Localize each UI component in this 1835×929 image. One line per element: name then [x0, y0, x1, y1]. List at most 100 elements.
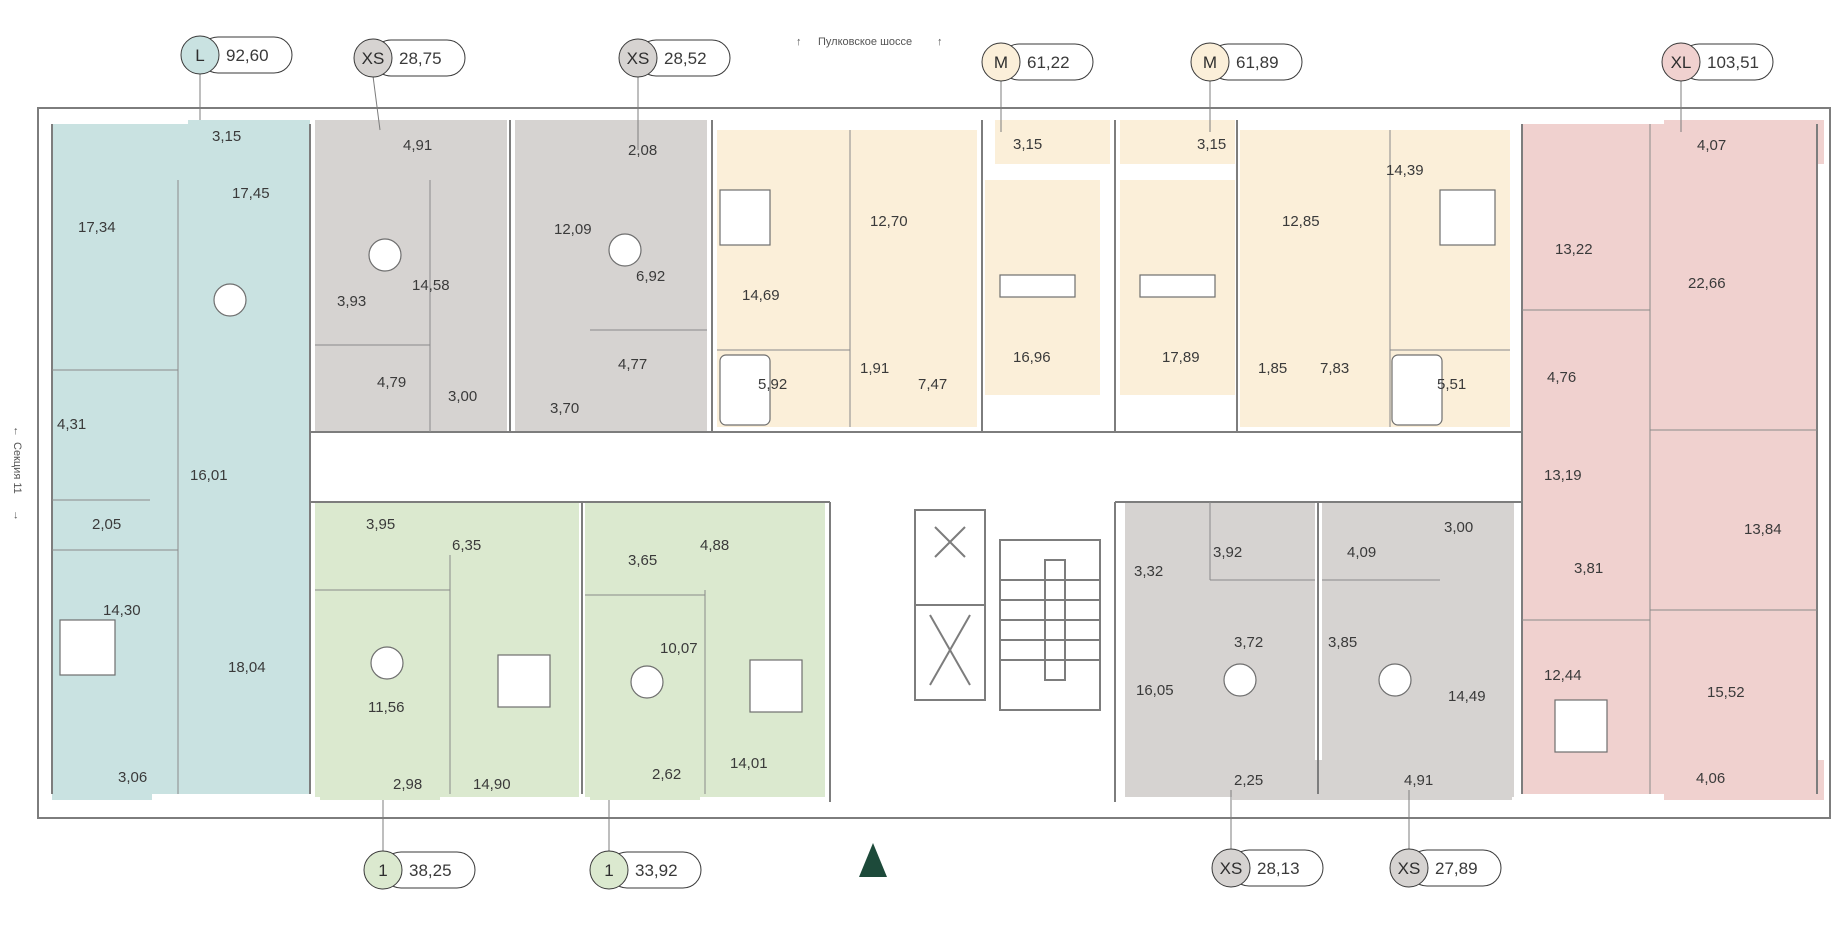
apartment-area: 92,60: [226, 46, 269, 65]
room-area: 14,30: [103, 602, 141, 619]
room-area: 3,06: [118, 769, 147, 786]
north-arrow: [859, 843, 887, 877]
room-area: 2,62: [652, 766, 681, 783]
apartment-type: XS: [627, 49, 650, 68]
apartment-area: 38,25: [409, 861, 452, 880]
apartment-type: XL: [1671, 53, 1692, 72]
apartment-M-61-22[interactable]: [717, 120, 1110, 427]
apartment-tag[interactable]: XS 28,75: [353, 38, 466, 131]
room-area: 15,52: [1707, 684, 1745, 701]
tag-leader-line: [372, 75, 381, 131]
room-area: 3,95: [366, 516, 395, 533]
tag-type-circle: [353, 38, 393, 78]
apartment-XS-28-52[interactable]: [515, 120, 707, 432]
room-area: 12,09: [554, 221, 592, 238]
svg-text:↑: ↑: [937, 36, 943, 48]
apartment-1-38-25[interactable]: [315, 502, 579, 800]
room-area: 17,45: [232, 185, 270, 202]
room-area: 14,39: [1386, 162, 1424, 179]
apartment-type: XS: [1398, 859, 1421, 878]
room-area: 16,96: [1013, 349, 1051, 366]
apartment-type: XS: [1220, 859, 1243, 878]
room-area: 3,15: [212, 128, 241, 145]
room-area: 3,15: [1013, 136, 1042, 153]
room-area: 7,83: [1320, 360, 1349, 377]
room-area: 1,85: [1258, 360, 1287, 377]
room-area: 18,04: [228, 659, 266, 676]
room-area: 4,79: [377, 374, 406, 391]
apartment-XL-103-51[interactable]: [1522, 120, 1824, 800]
room-area: 13,19: [1544, 467, 1582, 484]
room-area: 3,81: [1574, 560, 1603, 577]
room-area: 3,72: [1234, 634, 1263, 651]
room-area: 12,70: [870, 213, 908, 230]
room-area: 14,90: [473, 776, 511, 793]
apartment-tag[interactable]: XS 27,89: [1389, 790, 1502, 888]
street-label: ↑ Пулковское шоссе ↑: [796, 36, 943, 48]
svg-text:↑: ↑: [796, 36, 802, 48]
room-area: 3,65: [628, 552, 657, 569]
tag-type-circle: [363, 850, 403, 890]
apartment-type: 1: [378, 861, 387, 880]
room-area: 4,77: [618, 356, 647, 373]
apartment-tag[interactable]: L 92,60: [180, 35, 293, 120]
apartment-M-61-89[interactable]: [1120, 120, 1510, 427]
room-area: 12,44: [1544, 667, 1582, 684]
room-area: 13,22: [1555, 241, 1593, 258]
room-area: 3,92: [1213, 544, 1242, 561]
tag-type-circle: [1211, 848, 1251, 888]
room-area: 4,88: [700, 537, 729, 554]
room-area: 4,06: [1696, 770, 1725, 787]
room-area: 2,05: [92, 516, 121, 533]
apartment-area: 27,89: [1435, 859, 1478, 878]
street-name: Пулковское шоссе: [818, 36, 912, 48]
room-area: 6,92: [636, 268, 665, 285]
room-area: 3,32: [1134, 563, 1163, 580]
room-area: 22,66: [1688, 275, 1726, 292]
apartment-type: L: [195, 46, 204, 65]
room-area: 5,51: [1437, 376, 1466, 393]
room-area: 3,93: [337, 293, 366, 310]
apartment-area: 61,89: [1236, 53, 1279, 72]
room-area: 4,09: [1347, 544, 1376, 561]
apartment-type: M: [1203, 53, 1217, 72]
apartment-type: XS: [362, 49, 385, 68]
room-area: 4,91: [1404, 772, 1433, 789]
stairwell: [914, 509, 1101, 711]
room-area: 3,70: [550, 400, 579, 417]
corridor-walls: [51, 120, 1818, 802]
room-area: 2,25: [1234, 772, 1263, 789]
room-area: 12,85: [1282, 213, 1320, 230]
room-area: 17,89: [1162, 349, 1200, 366]
tag-type-circle: [180, 35, 220, 75]
apartment-area: 28,75: [399, 49, 442, 68]
apartment-XS-28-13[interactable]: [1125, 502, 1322, 800]
room-area: 6,35: [452, 537, 481, 554]
apartment-area: 61,22: [1027, 53, 1070, 72]
room-area: 14,69: [742, 287, 780, 304]
room-area: 3,00: [1444, 519, 1473, 536]
room-area: 5,92: [758, 376, 787, 393]
tag-type-circle: [981, 42, 1021, 82]
apartment-tag[interactable]: M 61,89: [1190, 42, 1303, 132]
room-area: 4,76: [1547, 369, 1576, 386]
room-area: 10,07: [660, 640, 698, 657]
apartment-area: 33,92: [635, 861, 678, 880]
section-name: Секция 11: [11, 442, 23, 494]
room-area: 4,31: [57, 416, 86, 433]
tag-type-circle: [618, 38, 658, 78]
apartment-XS-27-89[interactable]: [1322, 502, 1514, 800]
room-area: 3,15: [1197, 136, 1226, 153]
apartment-L-92-60[interactable]: [52, 120, 310, 800]
room-area: 17,34: [78, 219, 116, 236]
room-area: 14,49: [1448, 688, 1486, 705]
apartment-XS-28-75[interactable]: [315, 120, 507, 432]
stair-core: [830, 502, 1115, 802]
